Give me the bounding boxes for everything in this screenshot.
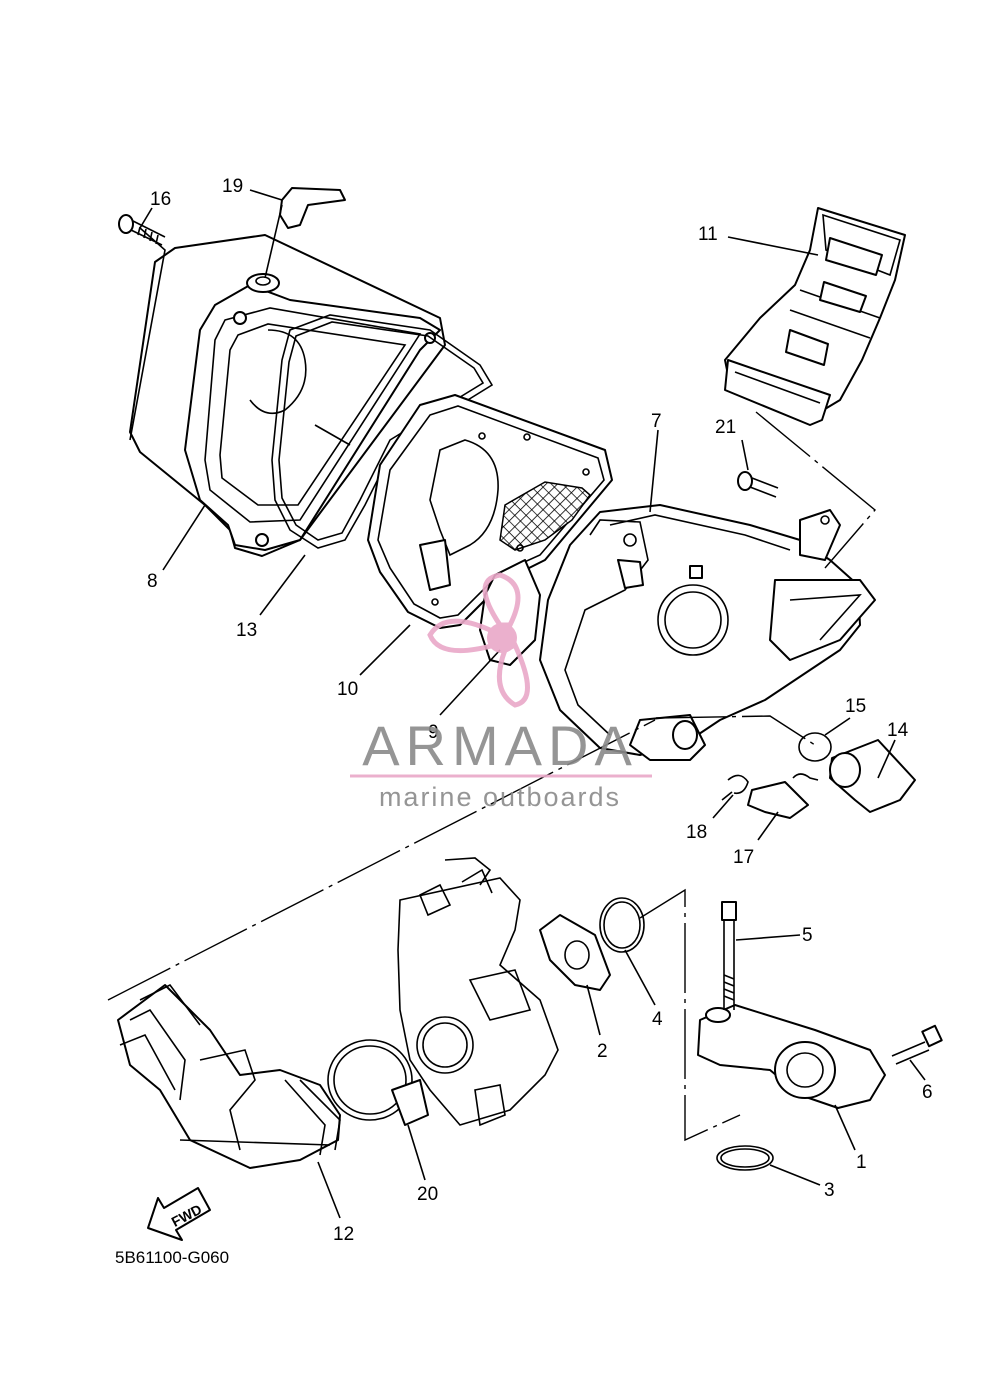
part-12-intake-hose bbox=[117, 983, 341, 1169]
callout-16: 16 bbox=[150, 189, 171, 210]
callout-5: 5 bbox=[802, 925, 813, 946]
part-11-intake-duct bbox=[724, 207, 906, 426]
callout-9: 9 bbox=[428, 722, 439, 743]
callout-3: 3 bbox=[824, 1180, 835, 1201]
part-1-manifold bbox=[697, 1004, 886, 1109]
part-13-gasket bbox=[271, 314, 494, 549]
callout-18: 18 bbox=[686, 822, 707, 843]
part-18-clip bbox=[721, 774, 749, 801]
part-17-hose bbox=[747, 781, 809, 819]
part-10-filter-element bbox=[367, 394, 613, 629]
leader-lines bbox=[129, 189, 926, 1219]
callout-19: 19 bbox=[222, 176, 243, 197]
callout-12: 12 bbox=[333, 1224, 354, 1245]
part-3-o-ring bbox=[716, 1145, 774, 1171]
callouts: 16 19 11 21 7 8 13 10 9 15 14 18 17 5 4 … bbox=[147, 176, 933, 1245]
fwd-arrow: FWD bbox=[147, 1187, 211, 1241]
part-19-elbow-hose bbox=[279, 187, 346, 229]
callout-17: 17 bbox=[733, 847, 754, 868]
part-15-ring bbox=[792, 732, 832, 781]
assembly-lines bbox=[107, 411, 876, 1142]
watermark-tagline: marine outboards bbox=[379, 782, 621, 812]
callout-15: 15 bbox=[845, 696, 866, 717]
callout-1: 1 bbox=[856, 1152, 867, 1173]
part-4-o-ring bbox=[599, 897, 645, 953]
part-7-air-box-case bbox=[539, 504, 876, 761]
armada-watermark: ARMADA marine outboards bbox=[350, 572, 652, 812]
carburetor-illustration bbox=[397, 857, 559, 1127]
propeller-logo-icon bbox=[427, 572, 530, 708]
part-6-bolt bbox=[891, 1024, 943, 1065]
callout-4: 4 bbox=[652, 1009, 663, 1030]
part-2-gasket bbox=[539, 914, 611, 991]
callout-21: 21 bbox=[715, 417, 736, 438]
callout-7: 7 bbox=[651, 411, 662, 432]
callout-13: 13 bbox=[236, 620, 257, 641]
diagram-reference-code: 5B61100-G060 bbox=[115, 1248, 229, 1267]
callout-20: 20 bbox=[417, 1184, 438, 1205]
callout-14: 14 bbox=[887, 720, 909, 741]
part-8-air-box-cover bbox=[129, 234, 446, 557]
part-14-drain-cap bbox=[829, 739, 916, 813]
watermark-brand: ARMADA bbox=[362, 714, 638, 777]
part-20-clamp bbox=[327, 1039, 429, 1126]
callout-6: 6 bbox=[922, 1082, 933, 1103]
part-5-bolt bbox=[721, 901, 737, 1010]
part-21-bolt bbox=[737, 471, 779, 498]
callout-10: 10 bbox=[337, 679, 358, 700]
callout-11: 11 bbox=[698, 224, 718, 245]
callout-2: 2 bbox=[597, 1041, 608, 1062]
callout-8: 8 bbox=[147, 571, 158, 592]
